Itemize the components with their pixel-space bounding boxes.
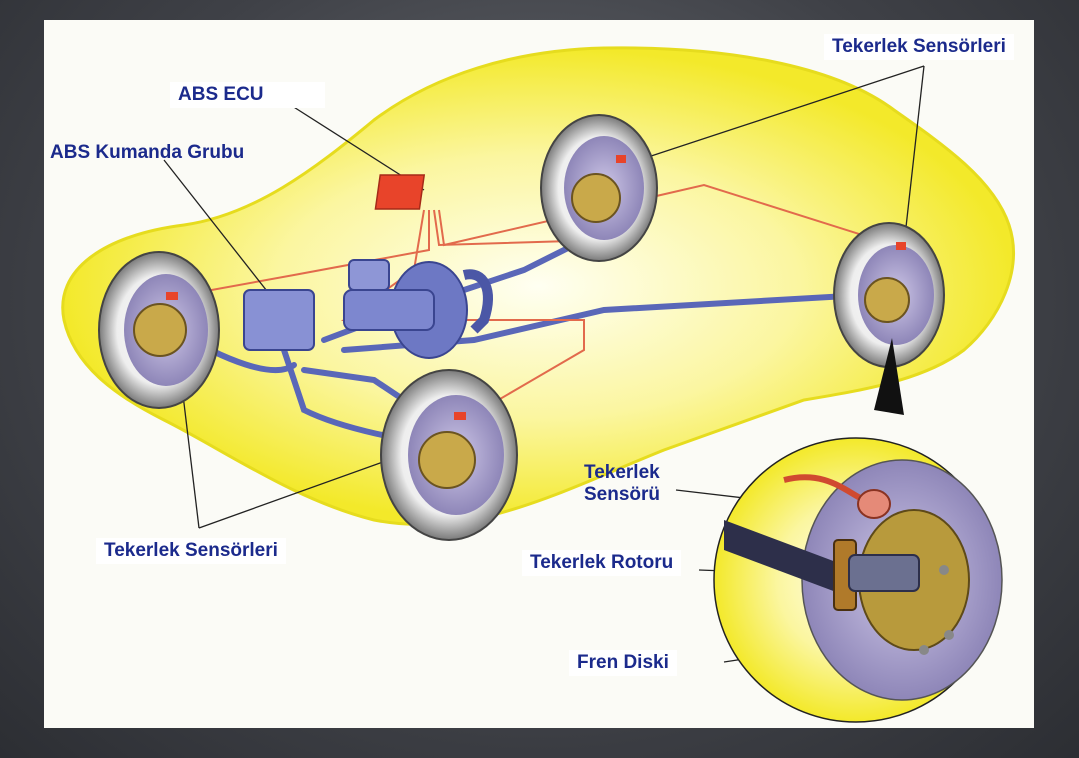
abs-ecu-box	[374, 174, 426, 210]
label-abs-ecu: ABS ECU	[170, 82, 325, 108]
wheel-rear-left	[540, 114, 658, 262]
hydraulic-unit	[243, 259, 493, 359]
wheel-front-left	[98, 251, 220, 409]
label-brake-disc: Fren Diski	[569, 650, 677, 676]
diagram-frame: ABS ECU ABS Kumanda Grubu Tekerlek Sensö…	[44, 20, 1034, 728]
wheel-front-right	[380, 369, 518, 541]
zoom-pointer	[874, 338, 904, 415]
label-wheel-sensor-line1: Tekerlek	[584, 462, 660, 483]
detail-inset	[713, 437, 1003, 723]
label-abs-control-group: ABS Kumanda Grubu	[50, 142, 245, 163]
label-wheel-sensors-top: Tekerlek Sensörleri	[824, 34, 1014, 60]
abs-system-illustration	[61, 46, 1015, 723]
wheel-rear-right	[833, 222, 945, 368]
label-wheel-rotor: Tekerlek Rotoru	[522, 550, 682, 576]
label-wheel-sensors-bottom: Tekerlek Sensörleri	[96, 538, 286, 564]
label-wheel-sensor-line2: Sensörü	[584, 484, 661, 505]
